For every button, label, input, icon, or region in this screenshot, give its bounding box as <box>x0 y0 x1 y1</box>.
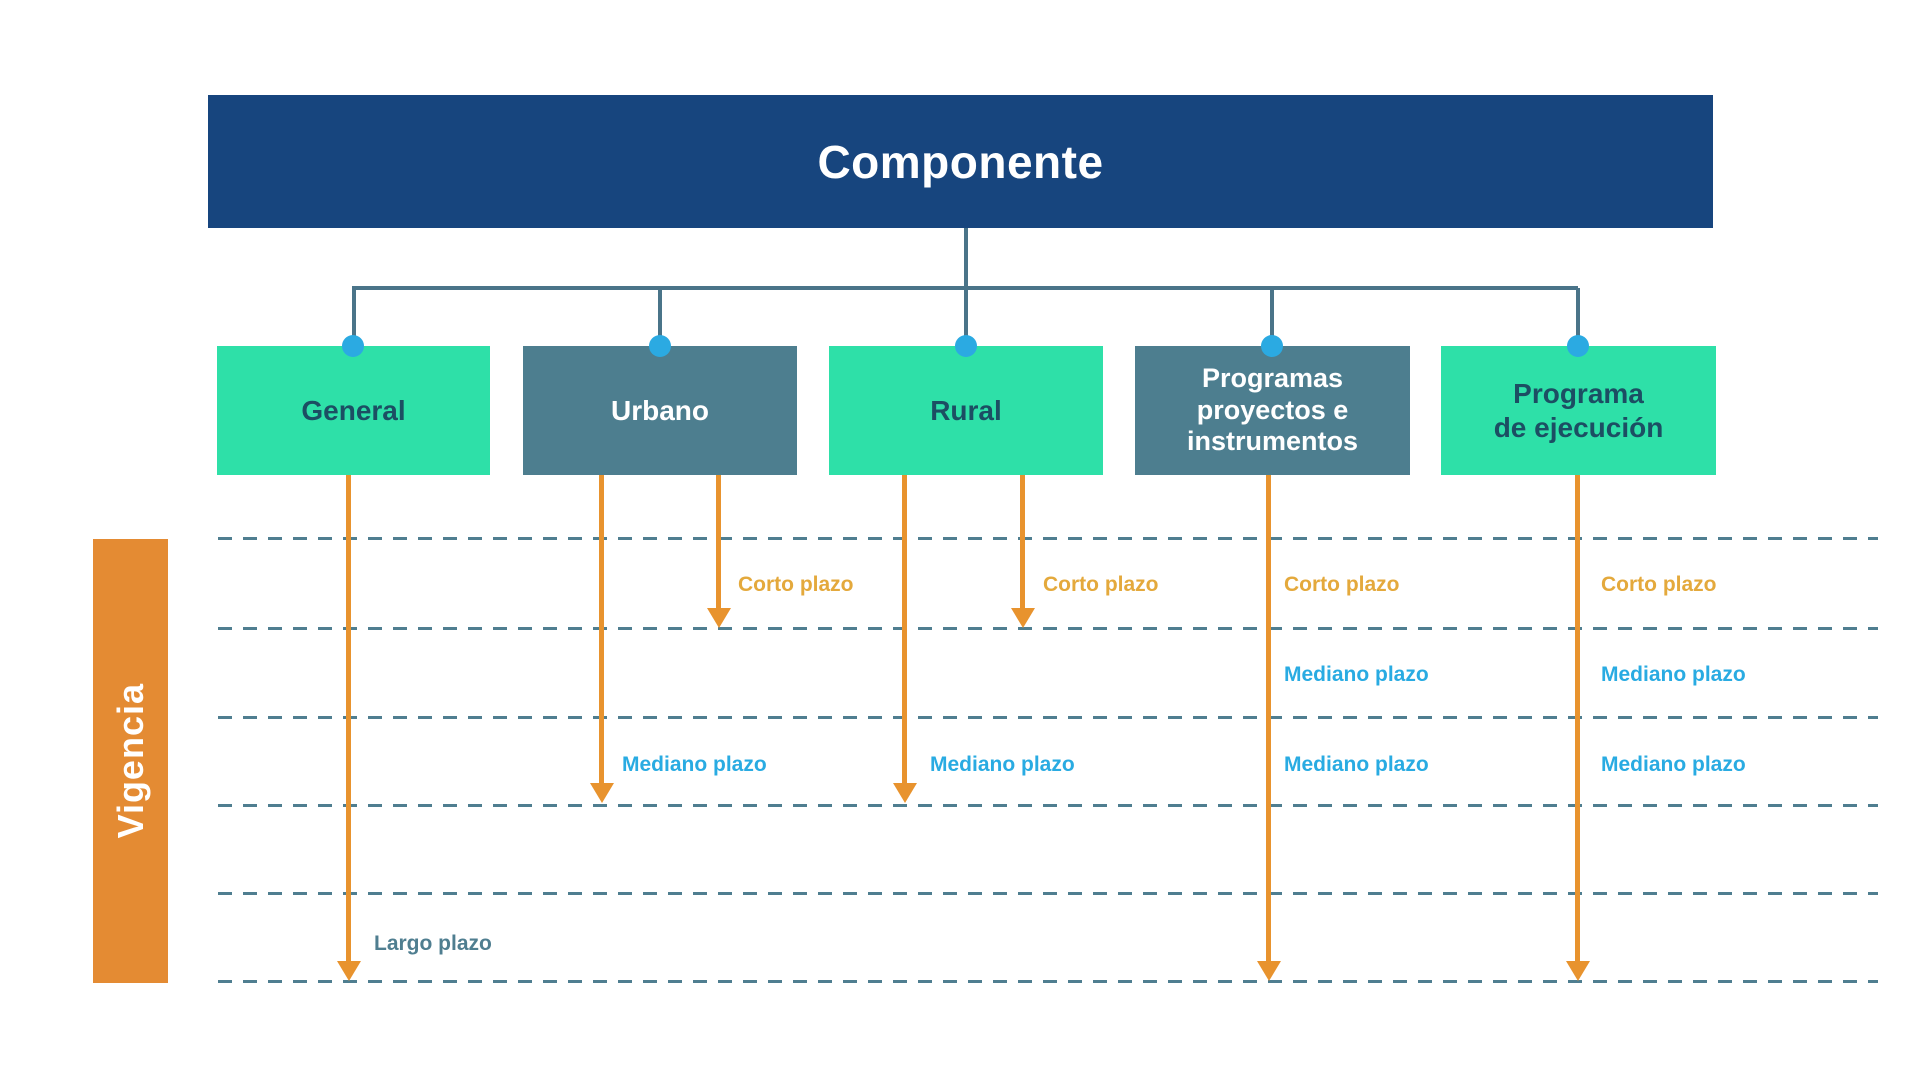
component-label-general: General <box>301 394 406 426</box>
arrow-rural-corto <box>1020 475 1025 609</box>
component-box-programas: Programas proyectos e instrumentos <box>1135 346 1410 475</box>
arrow-programas-largo <box>1266 475 1271 962</box>
component-label-programas: Programas proyectos e instrumentos <box>1186 362 1359 457</box>
node-dot-general <box>342 335 364 357</box>
label-mediano-ejecucion-2: Mediano plazo <box>1601 753 1746 776</box>
node-dot-urbano <box>649 335 671 357</box>
vigencia-axis-bar: Vigencia <box>93 539 168 983</box>
timeline-row-line-4 <box>218 804 1878 807</box>
label-corto-rural: Corto plazo <box>1043 573 1159 596</box>
connector-drop-programas <box>1270 288 1274 346</box>
connector-drop-ejecucion <box>1576 288 1580 346</box>
node-dot-rural <box>955 335 977 357</box>
label-mediano-ejecucion-1: Mediano plazo <box>1601 663 1746 686</box>
node-dot-programas <box>1261 335 1283 357</box>
label-corto-programas: Corto plazo <box>1284 573 1400 596</box>
node-dot-ejecucion <box>1567 335 1589 357</box>
timeline-row-line-1 <box>218 537 1878 540</box>
connector-drop-rural <box>964 288 968 346</box>
label-largo-general: Largo plazo <box>374 932 492 955</box>
arrow-rural-mediano <box>902 475 907 784</box>
connector-drop-urbano <box>658 288 662 346</box>
component-label-urbano: Urbano <box>611 394 709 426</box>
connector-stem <box>964 228 968 288</box>
timeline-row-line-2 <box>218 627 1878 630</box>
componente-title-box: Componente <box>208 95 1713 228</box>
label-mediano-urbano: Mediano plazo <box>622 753 767 776</box>
label-mediano-rural: Mediano plazo <box>930 753 1075 776</box>
arrow-urbano-mediano <box>599 475 604 784</box>
component-label-ejecucion: Programa de ejecución <box>1493 378 1664 443</box>
arrow-general-largo <box>346 475 351 962</box>
component-box-urbano: Urbano <box>523 346 797 475</box>
label-mediano-programas-1: Mediano plazo <box>1284 663 1429 686</box>
connector-drop-general <box>352 288 356 346</box>
vigencia-axis-label: Vigencia <box>109 683 151 839</box>
component-label-rural: Rural <box>930 394 1002 426</box>
label-corto-ejecucion: Corto plazo <box>1601 573 1717 596</box>
label-corto-urbano: Corto plazo <box>738 573 854 596</box>
timeline-row-line-5 <box>218 892 1878 895</box>
timeline-row-line-6 <box>218 980 1878 983</box>
component-box-rural: Rural <box>829 346 1103 475</box>
arrow-ejecucion-largo <box>1575 475 1580 962</box>
timeline-row-line-3 <box>218 716 1878 719</box>
componente-title-label: Componente <box>817 135 1104 188</box>
label-mediano-programas-2: Mediano plazo <box>1284 753 1429 776</box>
component-box-ejecucion: Programa de ejecución <box>1441 346 1716 475</box>
component-box-general: General <box>217 346 490 475</box>
arrow-urbano-corto <box>716 475 721 609</box>
